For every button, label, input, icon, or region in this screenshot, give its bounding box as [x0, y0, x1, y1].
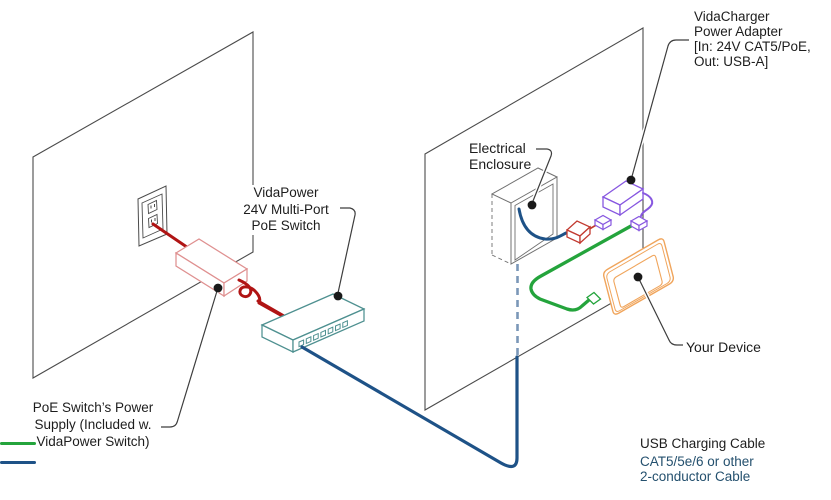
- leader-line: [337, 207, 356, 294]
- enclosure-opening: [514, 183, 554, 261]
- leader-device: [633, 272, 683, 347]
- leader-switch: [333, 206, 358, 301]
- switch-port: [320, 329, 326, 338]
- usb-cable: [529, 224, 633, 312]
- label-line: Power Adapter: [694, 24, 783, 39]
- leader-halo: [629, 38, 689, 181]
- label-power-adapter: VidaCharger Power Adapter [In: 24V CAT5/…: [694, 9, 811, 69]
- leader-dot: [527, 200, 537, 210]
- outlet-socket-bottom: [148, 213, 158, 229]
- label-line: Supply (Included w.: [34, 417, 152, 432]
- label-poe-switch: VidaPower 24V Multi-Port PoE Switch: [234, 185, 338, 235]
- device-screen: [613, 254, 663, 308]
- outlet-socket-top: [147, 199, 158, 215]
- leader-power-supply: [161, 283, 223, 429]
- left-wall: [32, 31, 254, 379]
- cat5-cable-enclosure-exit: [517, 207, 568, 241]
- label-power-supply: PoE Switch’s Power Supply (Included w. V…: [26, 399, 160, 450]
- leader-line: [161, 290, 218, 428]
- leader-lines: [161, 38, 689, 429]
- usb-plug: [585, 291, 602, 305]
- switch-port: [305, 336, 312, 345]
- psu-end-face: [223, 267, 248, 298]
- enclosure-hidden-edges: [491, 194, 512, 265]
- switch-port: [342, 320, 348, 329]
- leader-enclosure: [527, 147, 554, 210]
- cat5-cable-main: [300, 345, 519, 469]
- legend-cat5-line1: CAT5/5e/6 or other: [640, 454, 754, 469]
- leader-power-adapter: [626, 38, 689, 185]
- electrical-enclosure-graphic: [490, 167, 558, 265]
- legend-usb-label: USB Charging Cable: [640, 436, 766, 451]
- adapter-output-lead: [640, 192, 654, 217]
- label-line: VidaPower: [253, 185, 319, 200]
- legend-cat5-label: CAT5/5e/6 or other 2-conductor Cable: [640, 454, 754, 484]
- adapter-front-face: [619, 187, 644, 217]
- poe-switch-graphic: [260, 293, 366, 353]
- outlet-socket-bottom-slots: [151, 218, 156, 223]
- label-line: [In: 24V CAT5/PoE,: [694, 39, 811, 54]
- leader-halo: [161, 290, 219, 429]
- leader-dot: [333, 291, 343, 301]
- switch-port: [313, 332, 319, 341]
- leader-dot: [213, 283, 223, 293]
- connector-front: [579, 225, 591, 245]
- connector-front: [638, 219, 648, 232]
- power-adapter-graphic: [601, 180, 645, 217]
- legend-usb-line-swatch: [0, 442, 36, 445]
- label-line: Enclosure: [469, 156, 532, 172]
- label-line: Out: USB-A]: [694, 54, 769, 69]
- leader-line: [630, 39, 689, 181]
- outlet-socket-top-slots: [150, 204, 155, 209]
- label-line: VidaPower Switch): [36, 434, 150, 449]
- label-line: 24V Multi-Port: [243, 201, 329, 217]
- label-line: VidaCharger: [694, 9, 770, 24]
- rj45-connector: [565, 220, 592, 245]
- leader-dot: [633, 272, 643, 282]
- power-supply-brick: [174, 238, 249, 298]
- switch-port: [327, 326, 334, 335]
- leader-line: [532, 148, 553, 202]
- switch-port: [298, 339, 305, 348]
- label-line: PoE Switch’s Power: [32, 400, 154, 415]
- label-line: PoE Switch: [251, 218, 321, 233]
- switch-port-row: [298, 320, 348, 348]
- label-electrical-enclosure: Electrical Enclosure: [469, 140, 531, 172]
- leader-dot: [626, 175, 636, 185]
- device-inner-frame: [606, 243, 671, 312]
- legend-cat5-line-swatch: [0, 461, 36, 464]
- connector-front: [602, 218, 612, 231]
- label-line: Electrical: [469, 140, 526, 156]
- adapter-input-connector: [593, 214, 613, 231]
- wall-outlet-graphic: [137, 185, 168, 247]
- psu-cable-to-switch: [256, 299, 286, 318]
- legend-cat5-line2: 2-conductor Cable: [640, 468, 751, 484]
- leader-line: [637, 276, 683, 346]
- label-your-device: Your Device: [686, 339, 761, 355]
- adapter-usb-connector: [629, 215, 649, 232]
- switch-port: [335, 323, 341, 332]
